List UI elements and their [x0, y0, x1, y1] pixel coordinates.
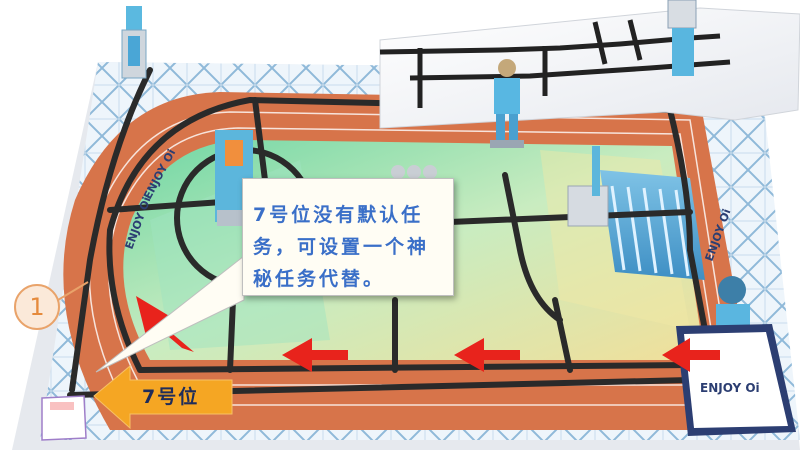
inner-loop-line — [106, 97, 708, 373]
stadium-building — [600, 170, 705, 280]
callout-note: 7号位没有默认任务，可设置一个神秘任务代替。 — [242, 178, 454, 296]
arrow-mid — [454, 338, 520, 372]
position-arrow-label: 7号位 — [142, 386, 200, 408]
outer-loop-line — [69, 67, 153, 393]
gear-stack — [391, 165, 437, 179]
position-arrow — [93, 364, 233, 430]
vertical-line-2 — [227, 297, 236, 373]
vertical-line-1 — [252, 97, 268, 183]
position-number-marker: 1 — [14, 284, 60, 330]
arrow-left — [282, 338, 348, 372]
vertical-line-4 — [552, 297, 573, 373]
robot-top-right — [667, 0, 697, 76]
robot-top-left — [121, 6, 147, 79]
marker-leader-line — [57, 281, 89, 301]
position-7-station — [41, 395, 87, 441]
robot-ramp — [490, 59, 524, 148]
robot-middle-crane — [567, 146, 609, 227]
arrow-right — [662, 338, 720, 372]
ramp-platform — [379, 7, 800, 129]
diagonal-line — [502, 172, 563, 323]
start-zone-logo: ENJOY Oi — [700, 381, 760, 395]
